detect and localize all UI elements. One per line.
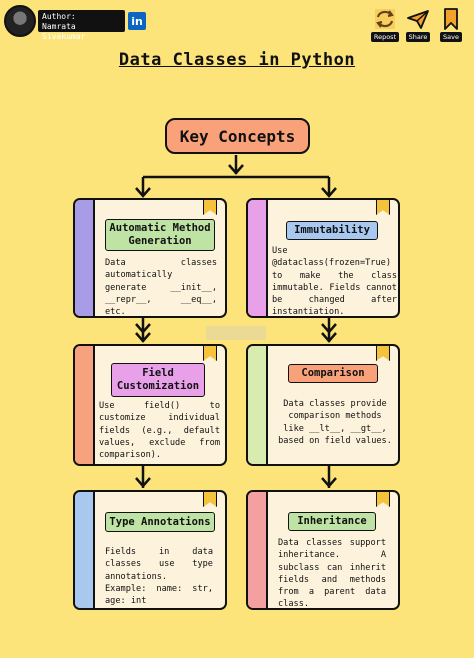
bookmark-icon xyxy=(376,492,390,507)
card-stripe xyxy=(248,346,268,464)
action-bar: Repost Share Save xyxy=(370,8,466,42)
save-label: Save xyxy=(440,32,462,42)
bookmark-icon xyxy=(376,200,390,215)
card-description: Use field() to customize individual fiel… xyxy=(99,401,220,461)
card-stripe xyxy=(75,200,95,316)
card-stripe xyxy=(248,200,268,316)
card-title: Comparison xyxy=(288,364,378,383)
repost-icon xyxy=(375,9,395,29)
author-badge: Author: Namrata Sivakumar in xyxy=(4,4,146,41)
card-title: Inheritance xyxy=(288,512,376,531)
save-button[interactable]: Save xyxy=(436,8,466,42)
linkedin-icon[interactable]: in xyxy=(128,12,146,30)
card-stripe xyxy=(75,492,95,608)
key-concepts-node: Key Concepts xyxy=(165,118,310,154)
bookmark-icon xyxy=(444,8,458,30)
card-description: Data classes provide comparison methods … xyxy=(278,399,392,446)
card-title: Field Customization xyxy=(111,363,205,397)
avatar xyxy=(4,5,36,37)
card-comparison: Comparison Data classes provide comparis… xyxy=(246,344,400,466)
share-button[interactable]: Share xyxy=(403,8,433,42)
watermark xyxy=(206,326,266,340)
bookmark-icon xyxy=(203,346,217,361)
share-icon xyxy=(407,10,429,29)
card-type-annotations: Type Annotations Fields in data classes … xyxy=(73,490,227,610)
card-title: Automatic Method Generation xyxy=(105,219,215,251)
author-info: Author: Namrata Sivakumar xyxy=(38,10,126,41)
card-title: Immutability xyxy=(286,221,378,240)
repost-label: Repost xyxy=(370,32,400,42)
card-automatic-method-generation: Automatic Method Generation Data classes… xyxy=(73,198,227,318)
card-stripe xyxy=(248,492,268,608)
card-inheritance: Inheritance Data classes support inherit… xyxy=(246,490,400,610)
share-label: Share xyxy=(405,32,431,42)
card-stripe xyxy=(75,346,95,464)
card-title: Type Annotations xyxy=(105,512,215,532)
page-title: Data Classes in Python xyxy=(118,50,356,70)
card-description: Data classes automatically generate __in… xyxy=(105,258,217,318)
card-immutability: Immutability Use @dataclass(frozen=True)… xyxy=(246,198,400,318)
bookmark-icon xyxy=(203,492,217,507)
card-description: Use @dataclass(frozen=True) to make the … xyxy=(272,246,397,318)
repost-button[interactable]: Repost xyxy=(370,8,400,42)
card-description: Data classes support inheritance. A subc… xyxy=(278,538,386,610)
author-name: Namrata Sivakumar xyxy=(42,22,86,41)
card-field-customization: Field Customization Use field() to custo… xyxy=(73,344,227,466)
card-description: Fields in data classes use type annotati… xyxy=(105,547,213,607)
bookmark-icon xyxy=(376,346,390,361)
bookmark-icon xyxy=(203,200,217,215)
author-label: Author: xyxy=(42,12,76,21)
